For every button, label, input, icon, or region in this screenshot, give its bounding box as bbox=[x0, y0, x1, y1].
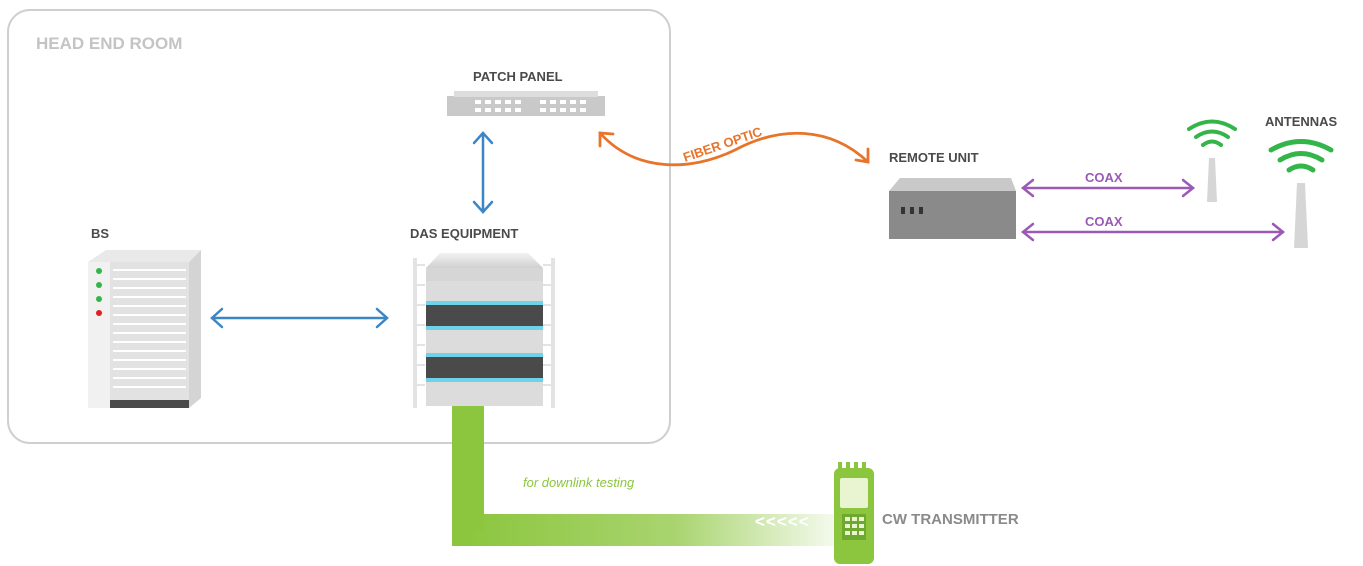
bs-das-arrow bbox=[210, 307, 389, 329]
fiber-optic-label: FIBER OPTIC bbox=[681, 124, 764, 165]
remote-unit-label: REMOTE UNIT bbox=[889, 150, 979, 165]
downlink-path-vertical bbox=[452, 405, 484, 530]
coax-arrow-1 bbox=[1020, 178, 1196, 198]
cw-transmitter-icon bbox=[834, 462, 874, 564]
patch-panel-icon bbox=[447, 91, 605, 116]
patch-panel-label: PATCH PANEL bbox=[473, 69, 563, 84]
signal-chevrons: <<<<< bbox=[755, 512, 810, 531]
cw-transmitter-label: CW TRANSMITTER bbox=[882, 511, 1019, 528]
antenna-large-icon bbox=[1268, 139, 1334, 248]
coax-label-2: COAX bbox=[1085, 214, 1123, 229]
downlink-note: for downlink testing bbox=[523, 475, 635, 490]
coax-label-1: COAX bbox=[1085, 170, 1123, 185]
das-equipment-icon bbox=[413, 253, 555, 408]
patch-das-arrow bbox=[472, 131, 494, 214]
fiber-optic-arrow bbox=[598, 131, 870, 167]
coax-arrow-2 bbox=[1020, 222, 1286, 242]
remote-unit-icon bbox=[889, 178, 1016, 239]
antenna-small-icon bbox=[1187, 119, 1237, 202]
head-end-room-box bbox=[7, 9, 671, 444]
head-end-room-label: HEAD END ROOM bbox=[36, 34, 182, 53]
antennas-label: ANTENNAS bbox=[1265, 114, 1338, 129]
bs-server-icon bbox=[88, 250, 201, 408]
bs-label: BS bbox=[91, 226, 109, 241]
das-equipment-label: DAS EQUIPMENT bbox=[410, 226, 518, 241]
